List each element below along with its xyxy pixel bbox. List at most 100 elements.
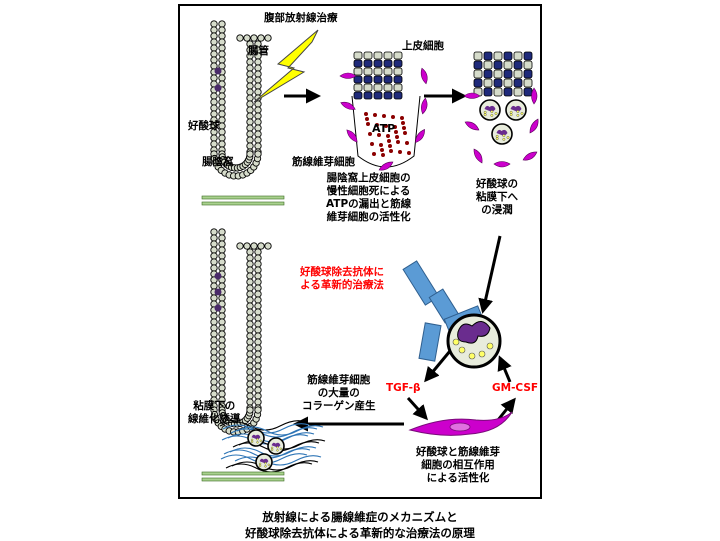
epithelial-cell bbox=[246, 344, 254, 352]
epithelial-cell bbox=[523, 51, 533, 61]
atp-molecule bbox=[364, 112, 368, 116]
epithelial-cell bbox=[393, 51, 403, 60]
epithelial-cell bbox=[246, 314, 254, 322]
epithelial-cell bbox=[254, 284, 262, 292]
atp-molecule bbox=[405, 141, 409, 145]
epithelial-cell bbox=[246, 302, 254, 310]
epithelial-cell bbox=[246, 124, 254, 132]
atp-molecule bbox=[377, 133, 381, 137]
epithelial-cell bbox=[246, 266, 254, 274]
myofibroblast-cell bbox=[464, 121, 480, 131]
label-intestine: 腸管 bbox=[248, 45, 269, 57]
epithelial-cell bbox=[218, 32, 226, 40]
crypt-atp-release bbox=[339, 51, 428, 171]
epithelial-cell bbox=[503, 69, 513, 79]
arrow-eosinophil-to-tgf bbox=[424, 350, 452, 383]
epithelial-cell bbox=[210, 246, 218, 254]
epithelial-cell bbox=[246, 118, 254, 126]
epithelial-cell bbox=[210, 342, 218, 350]
epithelial-cell bbox=[210, 44, 218, 52]
epithelial-cell bbox=[503, 87, 513, 97]
epithelial-cell bbox=[246, 350, 254, 358]
epithelial-cell bbox=[353, 91, 363, 100]
epithelial-cell bbox=[254, 82, 262, 90]
myofibroblast-cell bbox=[529, 118, 539, 134]
myofibroblast-cell bbox=[340, 101, 356, 110]
label-gm-csf: GM-CSF bbox=[492, 382, 539, 394]
epithelial-cell bbox=[254, 124, 262, 132]
label-myofibroblast: 筋線維芽細胞 bbox=[292, 156, 355, 168]
epithelial-cell bbox=[210, 92, 218, 100]
epithelial-cell bbox=[210, 390, 218, 398]
epithelial-cell bbox=[254, 278, 262, 286]
eosinophil-cell bbox=[247, 429, 265, 447]
label-crypt-cell-death: 腸陰窩上皮細胞の 慢性細胞死による ATPの漏出と筋線 維芽細胞の活性化 bbox=[326, 172, 412, 224]
epithelial-cell bbox=[363, 59, 373, 68]
epithelial-cell bbox=[383, 91, 393, 100]
epithelial-cell bbox=[210, 252, 218, 260]
epithelial-cell bbox=[218, 258, 226, 266]
atp-molecule bbox=[394, 130, 398, 134]
epithelial-cell bbox=[210, 98, 218, 106]
epithelial-cell bbox=[210, 378, 218, 386]
epithelial-cell bbox=[246, 290, 254, 298]
epithelial-cell bbox=[218, 92, 226, 100]
myofibroblast-cell bbox=[408, 411, 513, 436]
atp-molecule bbox=[396, 140, 400, 144]
eosinophil-cell-dot bbox=[214, 84, 222, 92]
epithelial-cell bbox=[257, 34, 265, 42]
epithelial-cell bbox=[254, 406, 262, 414]
epithelial-cell bbox=[503, 78, 513, 88]
epithelial-cell bbox=[218, 26, 226, 34]
epithelial-cell bbox=[254, 118, 262, 126]
myofibroblast-cell bbox=[415, 128, 425, 143]
label-eosinophil: 好酸球 bbox=[188, 120, 220, 132]
epithelial-cell bbox=[246, 254, 254, 262]
epithelial-cell bbox=[503, 51, 513, 61]
epithelial-cell bbox=[218, 372, 226, 380]
label-antibody-therapy: 好酸球除去抗体に よる革新的治療法 bbox=[300, 266, 384, 292]
epithelial-cell bbox=[218, 134, 226, 142]
epithelial-cell bbox=[210, 134, 218, 142]
epithelial-cell bbox=[218, 20, 226, 28]
epithelial-cell bbox=[254, 332, 262, 340]
epithelial-cell bbox=[218, 312, 226, 320]
epithelial-cell bbox=[210, 348, 218, 356]
epithelial-cell bbox=[513, 60, 523, 70]
collagen-fiber bbox=[234, 455, 322, 466]
myofibroblast-cell bbox=[473, 148, 483, 164]
epithelial-cell bbox=[483, 60, 493, 70]
epithelial-cell bbox=[218, 252, 226, 260]
epithelial-cell bbox=[218, 228, 226, 236]
eosinophil-granule bbox=[478, 350, 486, 358]
atp-molecule bbox=[382, 114, 386, 118]
epithelial-cell bbox=[218, 110, 226, 118]
epithelial-cell bbox=[373, 67, 383, 76]
epithelial-cell bbox=[246, 150, 254, 158]
epithelial-cell bbox=[493, 69, 503, 79]
epithelial-cell bbox=[246, 58, 254, 66]
epithelial-cell bbox=[254, 142, 262, 150]
epithelial-cell bbox=[473, 60, 483, 70]
epithelial-cell bbox=[254, 320, 262, 328]
epithelial-cell bbox=[373, 91, 383, 100]
crypt-eosinophil-infiltration bbox=[463, 51, 539, 168]
epithelial-cell bbox=[353, 67, 363, 76]
epithelial-cell bbox=[254, 302, 262, 310]
epithelial-cell bbox=[503, 60, 513, 70]
epithelial-cell bbox=[218, 390, 226, 398]
epithelial-cell bbox=[254, 100, 262, 108]
label-collagen-production: 筋線維芽細胞 の大量の コラーゲン産生 bbox=[302, 374, 376, 413]
epithelial-cell bbox=[254, 88, 262, 96]
epithelial-cell bbox=[218, 140, 226, 148]
epithelial-cell bbox=[218, 378, 226, 386]
epithelial-cell bbox=[393, 75, 403, 84]
epithelial-cell bbox=[218, 354, 226, 362]
epithelial-cell bbox=[246, 248, 254, 256]
epithelial-cell bbox=[393, 59, 403, 68]
eosinophil-cell-dot bbox=[214, 272, 222, 280]
eosinophil-cell bbox=[505, 99, 527, 121]
epithelial-cell bbox=[218, 264, 226, 272]
epithelial-cell bbox=[246, 356, 254, 364]
atp-molecule bbox=[366, 122, 370, 126]
